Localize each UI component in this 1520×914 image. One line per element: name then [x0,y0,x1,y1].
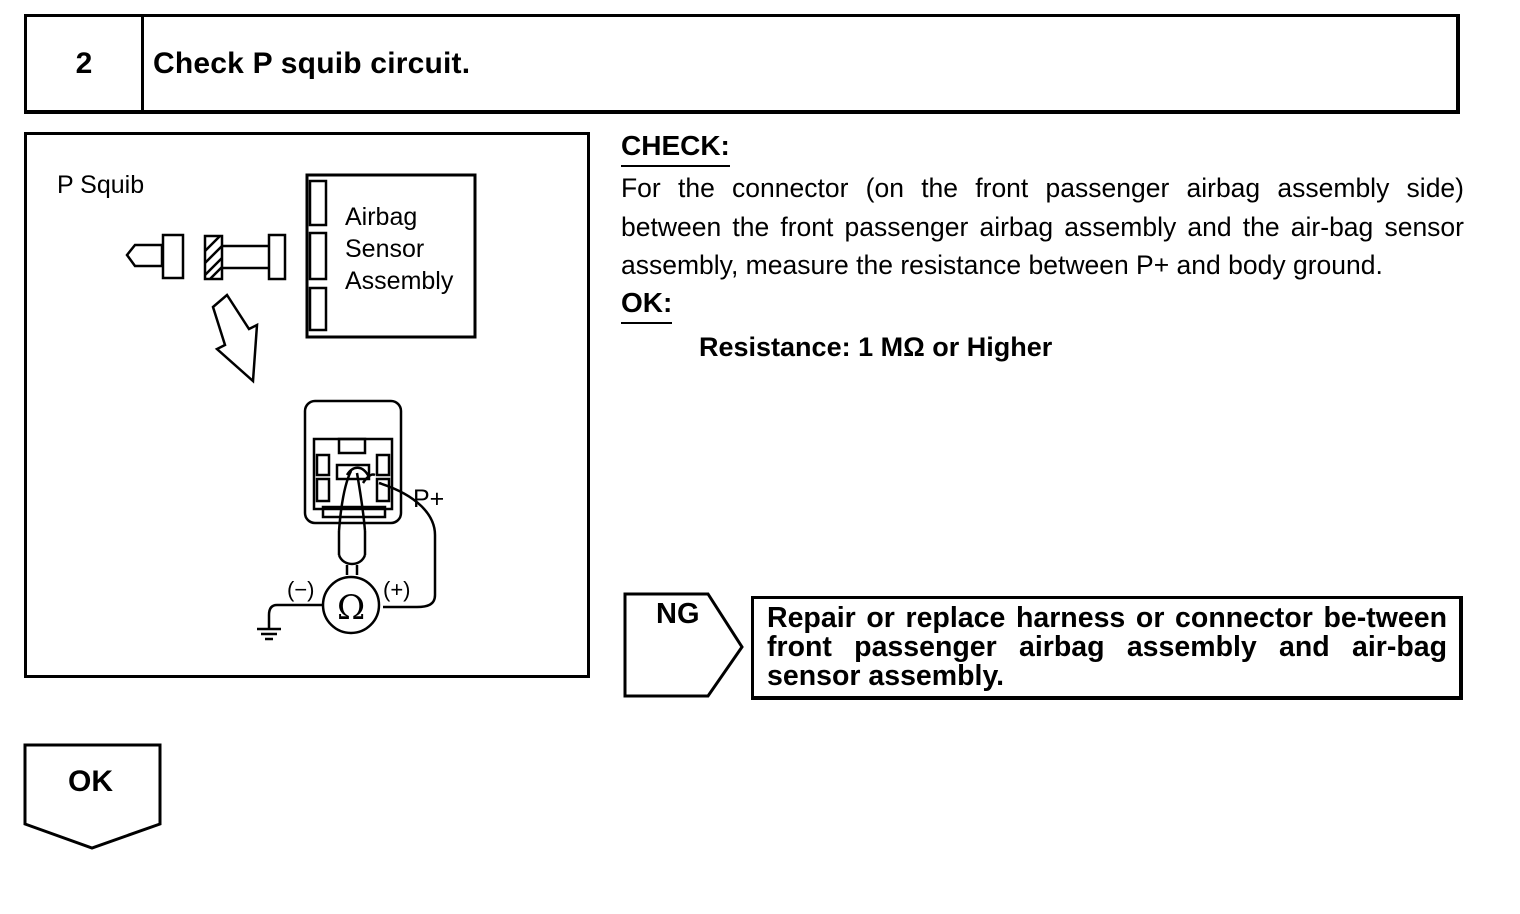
sensor-label-3: Assembly [345,267,454,295]
connector-icon [125,233,287,281]
step-number: 2 [27,17,144,110]
ohmmeter-icon: Ω (−) (+) [287,575,411,635]
plus-label: (+) [383,577,411,602]
sensor-label-1: Airbag [345,203,417,231]
resistance-spec: Resistance: 1 MΩ or Higher [699,331,1053,362]
step-header: 2 Check P squib circuit. [24,14,1460,114]
ng-branch-arrow [623,592,744,698]
ok-next-label: OK [68,765,113,798]
arrow-down-icon [211,293,259,384]
ng-action-box: Repair or replace harness or connector b… [751,596,1463,700]
ground-icon [257,603,323,641]
probe-wire-plus [378,481,437,609]
ng-label: NG [656,598,700,630]
sensor-label-2: Sensor [345,235,424,263]
airbag-sensor-assembly: Airbag Sensor Assembly [305,173,477,339]
ok-label: OK: [621,285,673,324]
ohm-symbol: Ω [337,588,365,628]
step-title: Check P squib circuit. [153,46,471,80]
check-text: For the connector (on the front passenge… [621,173,1464,280]
circuit-diagram: P Squib Airbag Sensor Assembl [57,171,477,641]
circuit-figure: P Squib Airbag Sensor Assembl [24,132,590,678]
connector-face [303,399,403,575]
p-squib-label: P Squib [57,171,144,199]
instructions-column: CHECK: For the connector (on the front p… [621,128,1464,364]
ok-next-arrow [23,743,162,850]
terminal-label: P+ [413,485,444,513]
check-label: CHECK: [621,128,730,167]
minus-label: (−) [287,577,315,602]
